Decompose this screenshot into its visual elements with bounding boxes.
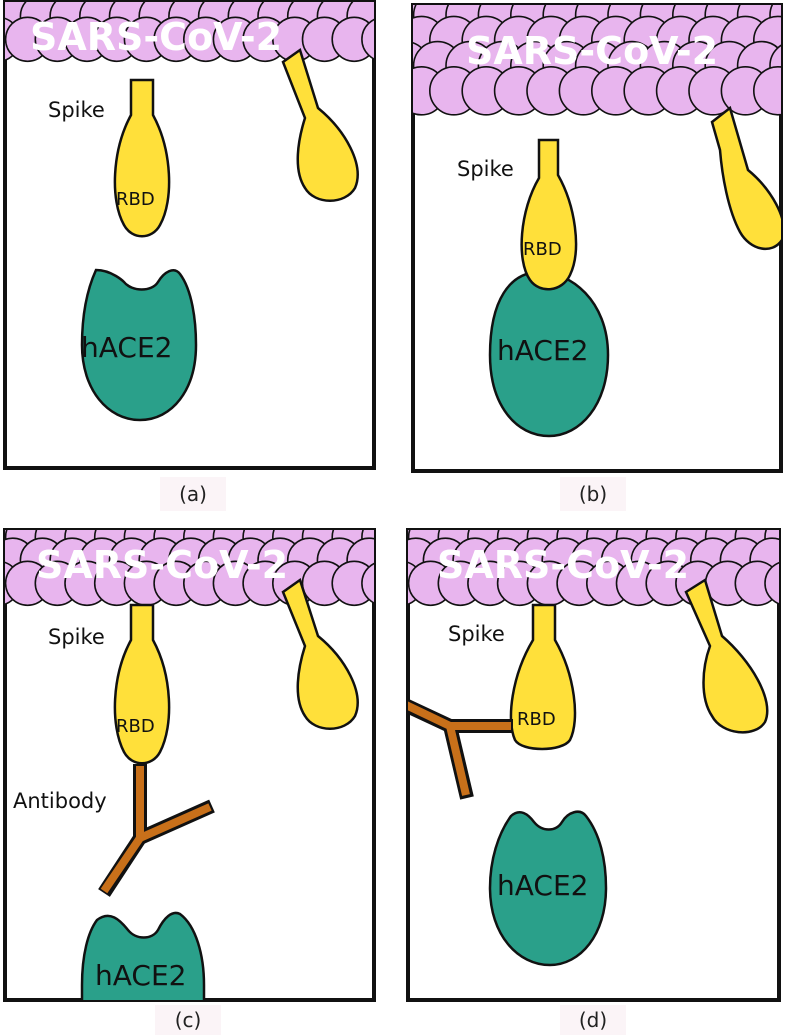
- spike-protein: [113, 603, 171, 765]
- virus-label: SARS-CoV-2: [36, 543, 288, 587]
- virus-particle: [764, 561, 779, 605]
- virus-label: SARS-CoV-2: [466, 29, 718, 73]
- hace2-label: hACE2: [81, 331, 172, 364]
- spike-label: Spike: [457, 157, 514, 181]
- virus-particle: [331, 560, 374, 607]
- panel-c-frame: [3, 528, 376, 1002]
- virus-label: SARS-CoV-2: [437, 543, 689, 587]
- virus-surface: [413, 5, 781, 116]
- antibody: [408, 698, 513, 800]
- caption-bg: [560, 1005, 626, 1035]
- virus-particle: [361, 562, 374, 604]
- panel-b: SARS-CoV-2 Spike RBD hACE2 (b): [411, 3, 783, 511]
- hace2-receptor: [80, 911, 206, 1000]
- panel-caption: (d): [579, 1008, 607, 1032]
- spike-label: Spike: [48, 98, 105, 122]
- virus-particle: [753, 66, 781, 116]
- spike-protein: [509, 603, 577, 751]
- spike-protein: [113, 78, 171, 238]
- hace2-receptor: [488, 810, 608, 967]
- virus-surface: [408, 530, 779, 607]
- antibody-label: Antibody: [13, 789, 107, 813]
- panel-d: SARS-CoV-2 Spike RBD hACE2 (d): [406, 528, 781, 1035]
- rbd-label: RBD: [116, 189, 155, 210]
- hace2-receptor: [80, 268, 198, 422]
- spike-protein: [520, 138, 578, 291]
- caption-bg: [160, 477, 226, 511]
- virus-surface: [5, 530, 374, 607]
- spike-protein-secondary: [281, 577, 359, 730]
- panel-a-frame: [3, 0, 376, 470]
- panel-caption: (b): [579, 482, 607, 506]
- spike-label: Spike: [48, 625, 105, 649]
- virus-particle: [331, 16, 374, 63]
- virus-surface: [5, 2, 374, 63]
- hace2-receptor: [488, 270, 610, 438]
- spike-label: Spike: [448, 622, 505, 646]
- hace2-label: hACE2: [497, 334, 588, 367]
- virus-label: SARS-CoV-2: [30, 15, 282, 59]
- virus-particle: [361, 18, 374, 60]
- hace2-label: hACE2: [497, 869, 588, 902]
- spike-protein-secondary: [710, 105, 781, 251]
- antibody: [98, 764, 215, 897]
- panel-caption: (c): [175, 1008, 202, 1032]
- rbd-label: RBD: [517, 709, 556, 730]
- panel-caption: (a): [179, 482, 207, 506]
- rbd-label: RBD: [116, 716, 155, 737]
- caption-bg: [560, 477, 626, 511]
- hace2-label: hACE2: [95, 959, 186, 992]
- spike-protein-secondary: [281, 47, 359, 202]
- caption-bg: [155, 1005, 221, 1035]
- spike-protein-secondary: [684, 578, 769, 734]
- panel-a: SARS-CoV-2 Spike RBD hACE2 (a): [3, 0, 376, 511]
- rbd-label: RBD: [523, 239, 562, 260]
- panel-c: SARS-CoV-2 Spike RBD Antibody hACE2 (c): [3, 528, 376, 1035]
